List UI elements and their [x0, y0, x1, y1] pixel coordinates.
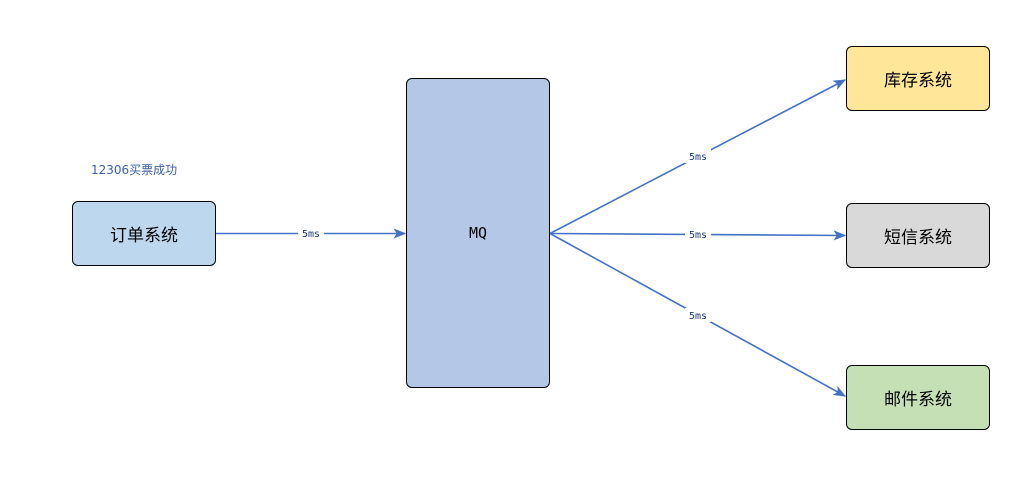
purchase-caption: 12306买票成功 [91, 163, 178, 177]
order-system-node[interactable]: 订单系统 [72, 201, 216, 266]
sms-system-label: 短信系统 [884, 228, 952, 248]
edge-label-bg [298, 226, 324, 240]
mail-system-label: 邮件系统 [884, 390, 952, 410]
mail-system-node[interactable]: 邮件系统 [846, 365, 990, 430]
edge-label-order-mq: 5ms [302, 229, 320, 240]
edge-label-mq-stock: 5ms [689, 152, 707, 163]
edge-label-bg [685, 149, 711, 163]
edge-label-bg [685, 227, 711, 241]
stock-system-node[interactable]: 库存系统 [846, 46, 990, 111]
stock-system-label: 库存系统 [884, 71, 952, 91]
edge-label-bg [685, 308, 711, 322]
edge-label-mq-mail: 5ms [689, 311, 707, 322]
edge-label-mq-sms: 5ms [689, 230, 707, 241]
mq-node[interactable]: MQ [406, 78, 550, 388]
mq-label: MQ [468, 224, 488, 242]
order-system-label: 订单系统 [110, 226, 178, 246]
sms-system-node[interactable]: 短信系统 [846, 203, 990, 268]
